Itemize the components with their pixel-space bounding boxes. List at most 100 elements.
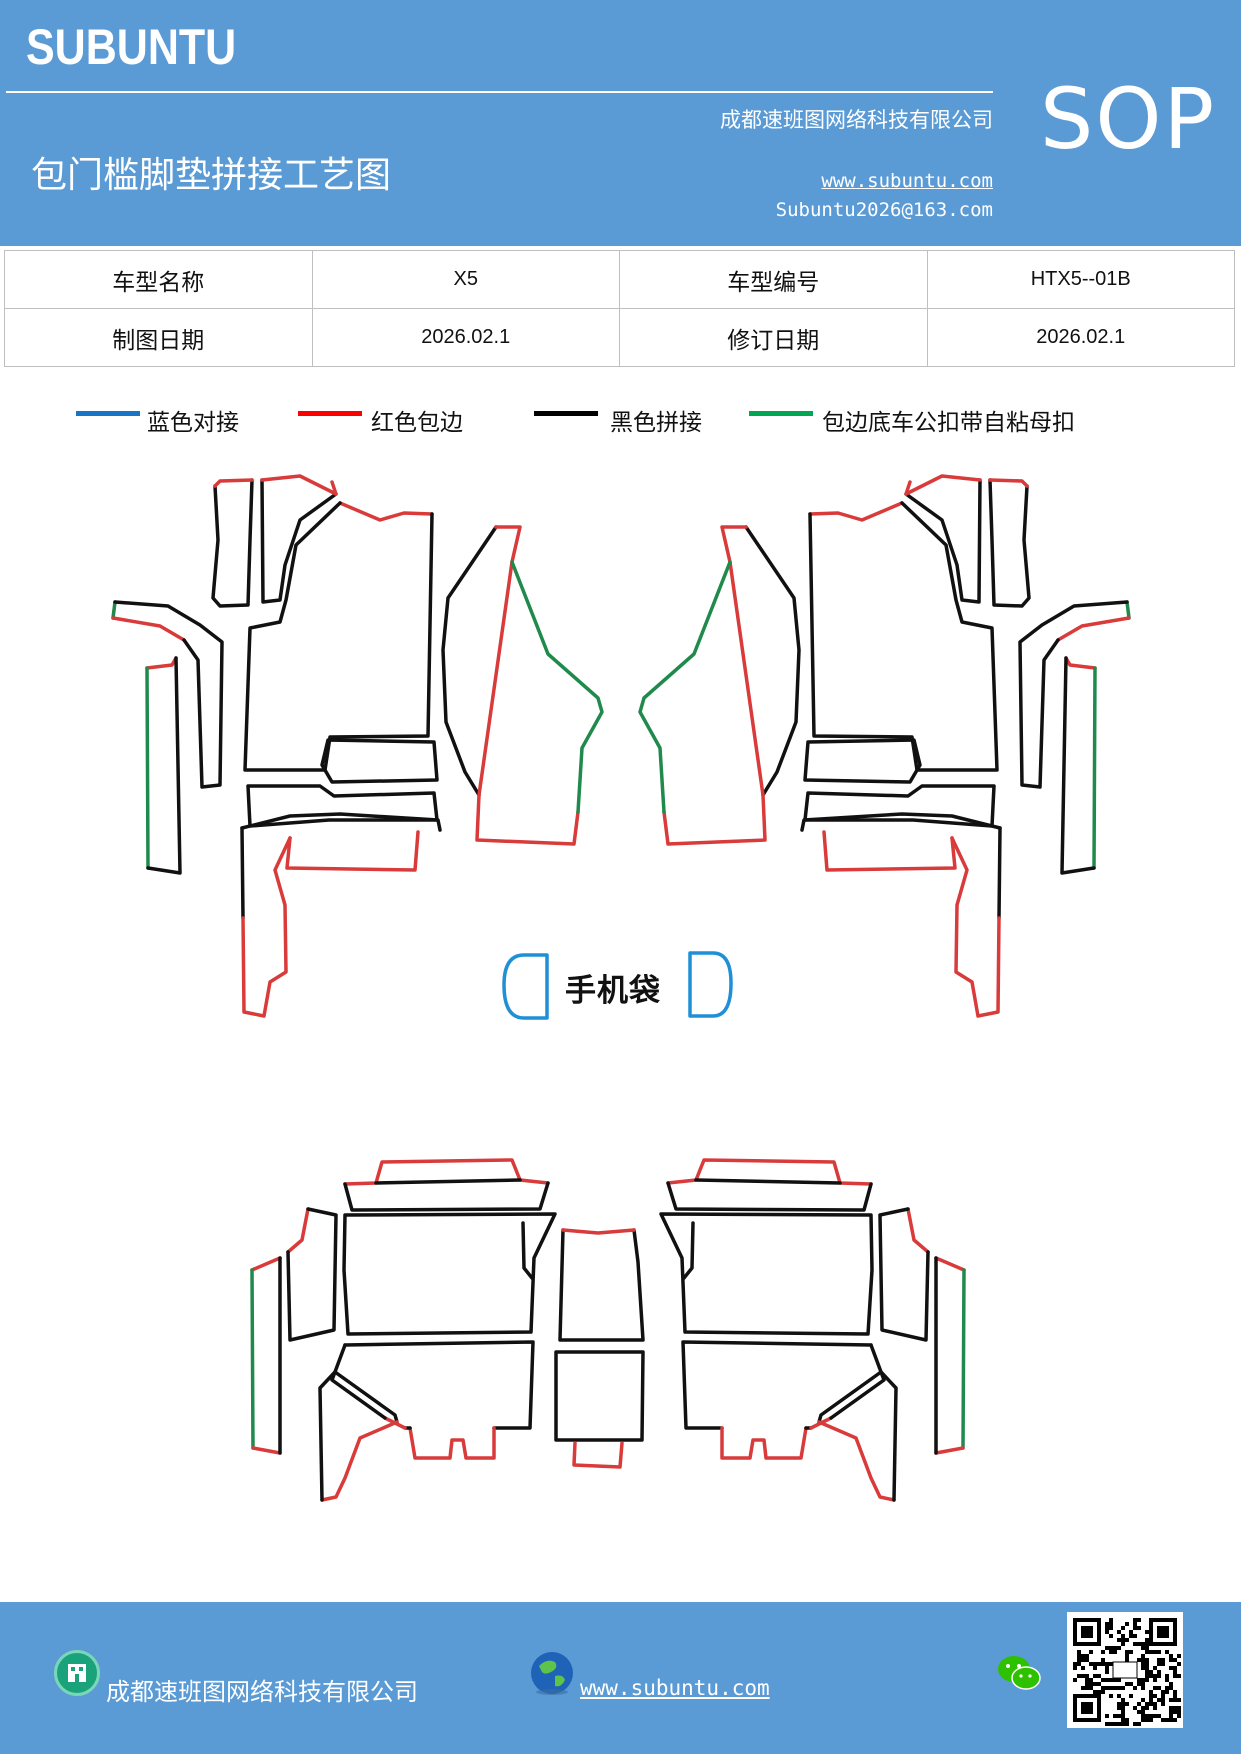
black-seam-edge <box>694 1178 842 1185</box>
black-seam-edge <box>320 738 439 784</box>
footer-website-link[interactable]: www.subuntu.com <box>580 1676 770 1700</box>
globe-icon <box>531 1652 573 1695</box>
table-row: 制图日期 2026.02.1 修订日期 2026.02.1 <box>4 308 1235 367</box>
black-seam-edge <box>554 1350 645 1442</box>
black-seam-edge <box>441 525 498 797</box>
model-name-label: 车型名称 <box>4 250 313 309</box>
black-seam-edge <box>817 1370 883 1424</box>
red-hem-edge <box>662 525 767 846</box>
red-hem-edge <box>338 501 434 522</box>
top-left-mat-group <box>111 474 604 1018</box>
black-seam-edge <box>342 1212 557 1336</box>
phone-pocket-label: 手机袋 <box>565 973 661 1009</box>
red-hem-edge <box>822 830 957 872</box>
qr-code <box>1067 1612 1183 1728</box>
red-hem-edge <box>934 1256 966 1272</box>
red-hem-edge <box>241 836 292 1018</box>
header-banner: SUBUNTU SOP 包门槛脚垫拼接工艺图 成都速班图网络科技有限公司 www… <box>0 0 1241 246</box>
red-hem-edge <box>475 525 580 846</box>
red-hem-edge <box>251 1446 282 1455</box>
red-hem-edge <box>285 830 420 872</box>
footer-company-name: 成都速班图网络科技有限公司 <box>106 1678 418 1706</box>
black-seam-edge <box>521 1221 534 1280</box>
red-hem-edge <box>343 1158 550 1186</box>
red-hem-edge <box>260 474 338 496</box>
green-fastener-edge <box>510 560 604 814</box>
green-fastener-edge <box>1125 600 1131 620</box>
red-hem-edge <box>817 1420 896 1502</box>
black-seam-edge <box>1018 600 1129 789</box>
black-seam-edge <box>829 1343 886 1420</box>
black-seam-edge <box>113 600 224 789</box>
black-seam-edge <box>681 1340 873 1430</box>
red-hem-edge <box>286 1207 310 1254</box>
brand-logo: SUBUNTU <box>26 19 237 75</box>
green-fastener-edge <box>111 600 117 620</box>
red-hem-edge <box>1064 656 1097 670</box>
red-hem-edge <box>1056 616 1131 642</box>
black-seam-edge <box>240 826 245 920</box>
floor-mat-diagram <box>111 474 1131 1502</box>
blue-butt-edge <box>688 951 733 1018</box>
red-hem-edge <box>720 1426 808 1460</box>
black-seam-edge <box>374 1178 522 1185</box>
sop-badge: SOP <box>1040 70 1217 168</box>
black-seam-edge <box>246 784 439 828</box>
black-seam-edge <box>1060 656 1096 875</box>
black-seam-edge <box>682 1221 695 1280</box>
building-icon <box>54 1650 100 1696</box>
red-hem-edge <box>666 1158 873 1186</box>
revision-date-value: 2026.02.1 <box>926 308 1235 367</box>
draw-date-label: 制图日期 <box>4 308 313 367</box>
blue-butt-edge <box>502 953 549 1020</box>
green-fastener-edge <box>638 560 732 814</box>
legend-label-black: 黑色拼接 <box>610 410 702 436</box>
green-fastener-edge <box>145 666 150 870</box>
black-seam-edge <box>343 1340 535 1430</box>
legend-swatch-green <box>749 411 813 416</box>
page-title: 包门槛脚垫拼接工艺图 <box>31 155 392 196</box>
red-hem-edge <box>561 1228 636 1235</box>
black-seam-edge <box>343 1181 550 1212</box>
table-row: 车型名称 X5 车型编号 HTX5--01B <box>4 250 1235 309</box>
phone-pocket-group <box>502 951 733 1020</box>
black-seam-edge <box>333 1370 399 1424</box>
legend-label-blue: 蓝色对接 <box>147 410 239 436</box>
vehicle-info-table: 车型名称 X5 车型编号 HTX5--01B 制图日期 2026.02.1 修订… <box>4 250 1235 367</box>
black-seam-edge <box>260 478 338 604</box>
email-address: Subuntu2026@163.com <box>775 199 993 221</box>
black-seam-edge <box>318 1370 337 1502</box>
draw-date-value: 2026.02.1 <box>311 308 620 367</box>
black-seam-edge <box>286 1207 338 1342</box>
model-name-value: X5 <box>311 250 620 309</box>
company-name: 成都速班图网络科技有限公司 <box>720 108 993 132</box>
red-hem-edge <box>145 656 178 670</box>
red-hem-edge <box>808 501 904 522</box>
black-seam-edge <box>243 501 434 772</box>
black-seam-edge <box>666 1181 873 1212</box>
black-seam-edge <box>800 812 1002 832</box>
bottom-left-mat-group <box>250 1158 645 1502</box>
black-seam-edge <box>659 1212 874 1336</box>
red-hem-edge <box>572 1441 624 1469</box>
legend-label-green: 包边底车公扣带自粘母扣 <box>822 410 1075 436</box>
header-divider <box>6 91 993 93</box>
green-fastener-edge <box>1092 666 1097 870</box>
red-hem-edge <box>904 474 982 496</box>
red-hem-edge <box>320 1420 399 1502</box>
wechat-icon[interactable] <box>996 1652 1042 1694</box>
red-hem-edge <box>950 836 1001 1018</box>
black-seam-edge <box>879 1370 898 1502</box>
red-hem-edge <box>250 1256 282 1272</box>
black-seam-edge <box>803 738 922 784</box>
red-hem-edge <box>213 478 254 488</box>
black-seam-edge <box>211 478 254 608</box>
black-seam-edge <box>146 656 182 875</box>
red-hem-edge <box>906 1207 930 1254</box>
black-seam-edge <box>878 1207 930 1342</box>
website-link[interactable]: www.subuntu.com <box>821 170 993 192</box>
black-seam-edge <box>330 1343 387 1420</box>
green-fastener-edge <box>250 1268 255 1450</box>
revision-date-label: 修订日期 <box>619 308 928 367</box>
red-hem-edge <box>408 1426 496 1460</box>
